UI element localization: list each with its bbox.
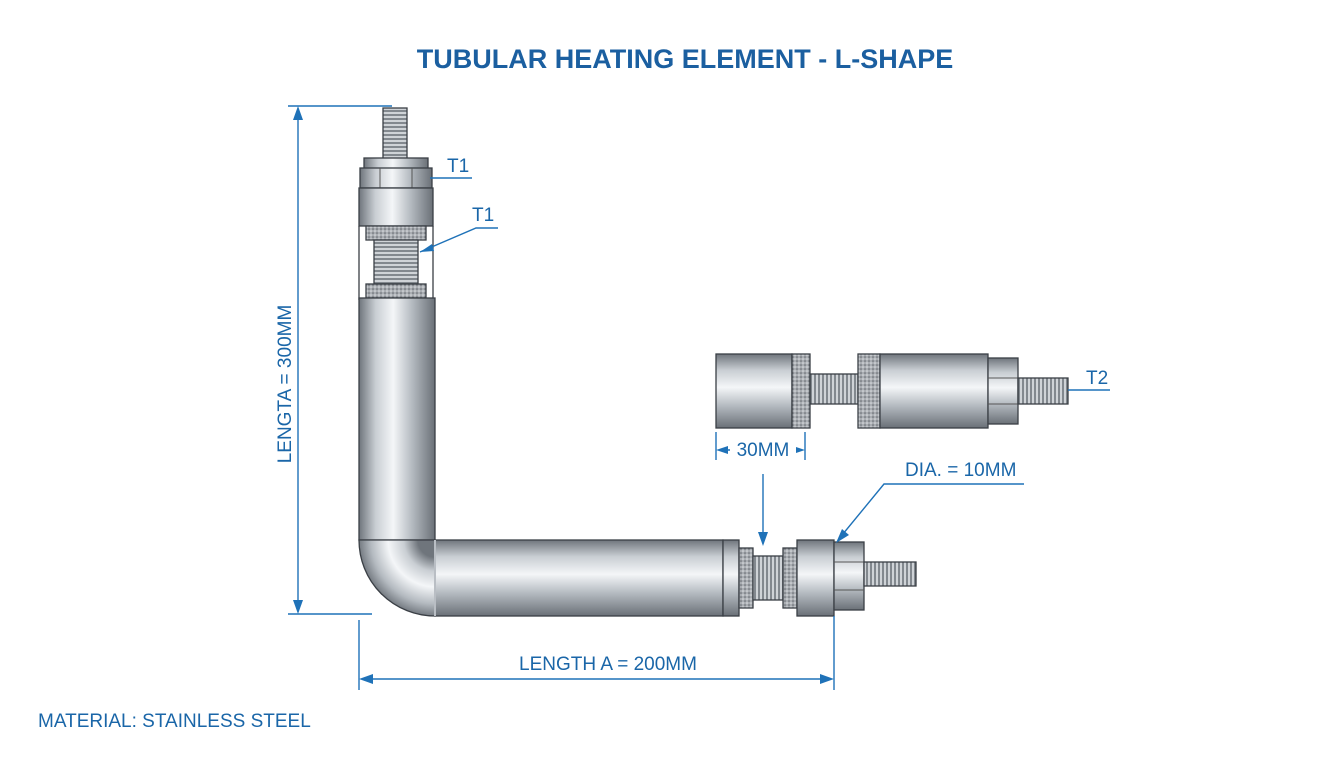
right-terminal-collar [722, 539, 740, 617]
arrow-right-icon [820, 674, 834, 684]
detail-sleeve-left [715, 353, 793, 429]
vertical-length-label: LENGTA = 300MM [275, 305, 296, 464]
top-knurled-ring [365, 225, 427, 241]
detail-length-label: 30MM [737, 440, 790, 461]
coil-pointer-arrow-icon [758, 532, 768, 546]
right-threaded-stud [863, 561, 917, 587]
horizontal-length-label: LENGTH A = 200MM [519, 654, 697, 675]
t1-mid-leader [419, 227, 498, 253]
right-terminal-sleeve [796, 539, 835, 617]
diameter-arrow-icon [836, 529, 849, 543]
arrow-left-icon [359, 674, 373, 684]
t1-mid-arrow-icon [420, 244, 434, 252]
detail-hex-nut [987, 357, 1019, 425]
top-terminal-sleeve [358, 187, 434, 227]
diameter-label: DIA. = 10MM [905, 460, 1016, 481]
arrow-up-icon [293, 106, 303, 120]
arrow-down-icon [293, 600, 303, 614]
terminal-detail-view [715, 353, 1069, 429]
right-hex-nut [833, 541, 865, 611]
top-threaded-stud [382, 107, 408, 161]
dimension-annotations: LENGTA = 300MM LENGTH A = 200MM T1 T1 T2… [275, 105, 1110, 690]
l-shaped-heating-element [358, 107, 917, 617]
detail-sleeve-right [879, 353, 989, 429]
t1-mid-label: T1 [472, 205, 494, 226]
right-knurled-ring-right [782, 547, 798, 609]
top-knurled-ring-lower [365, 283, 427, 299]
right-knurled-ring-left [738, 547, 754, 609]
tube-bend [358, 539, 436, 617]
detail-exposed-coil [809, 373, 859, 405]
t1-top-label: T1 [447, 156, 469, 177]
detail-knurled-ring-right [857, 353, 881, 429]
vertical-tube [358, 297, 436, 541]
diameter-leader [837, 483, 1024, 541]
horizontal-tube [434, 539, 724, 617]
page-title: TUBULAR HEATING ELEMENT - L-SHAPE [417, 44, 953, 74]
detail-arrow-left-icon [716, 446, 728, 454]
t2-label: T2 [1086, 368, 1108, 389]
detail-threaded-stud [1017, 377, 1069, 405]
top-exposed-coil [373, 239, 419, 285]
detail-knurled-ring-left [791, 353, 811, 429]
right-exposed-coil [752, 555, 784, 601]
top-hex-nut [359, 167, 433, 189]
material-note: MATERIAL: STAINLESS STEEL [38, 711, 311, 732]
